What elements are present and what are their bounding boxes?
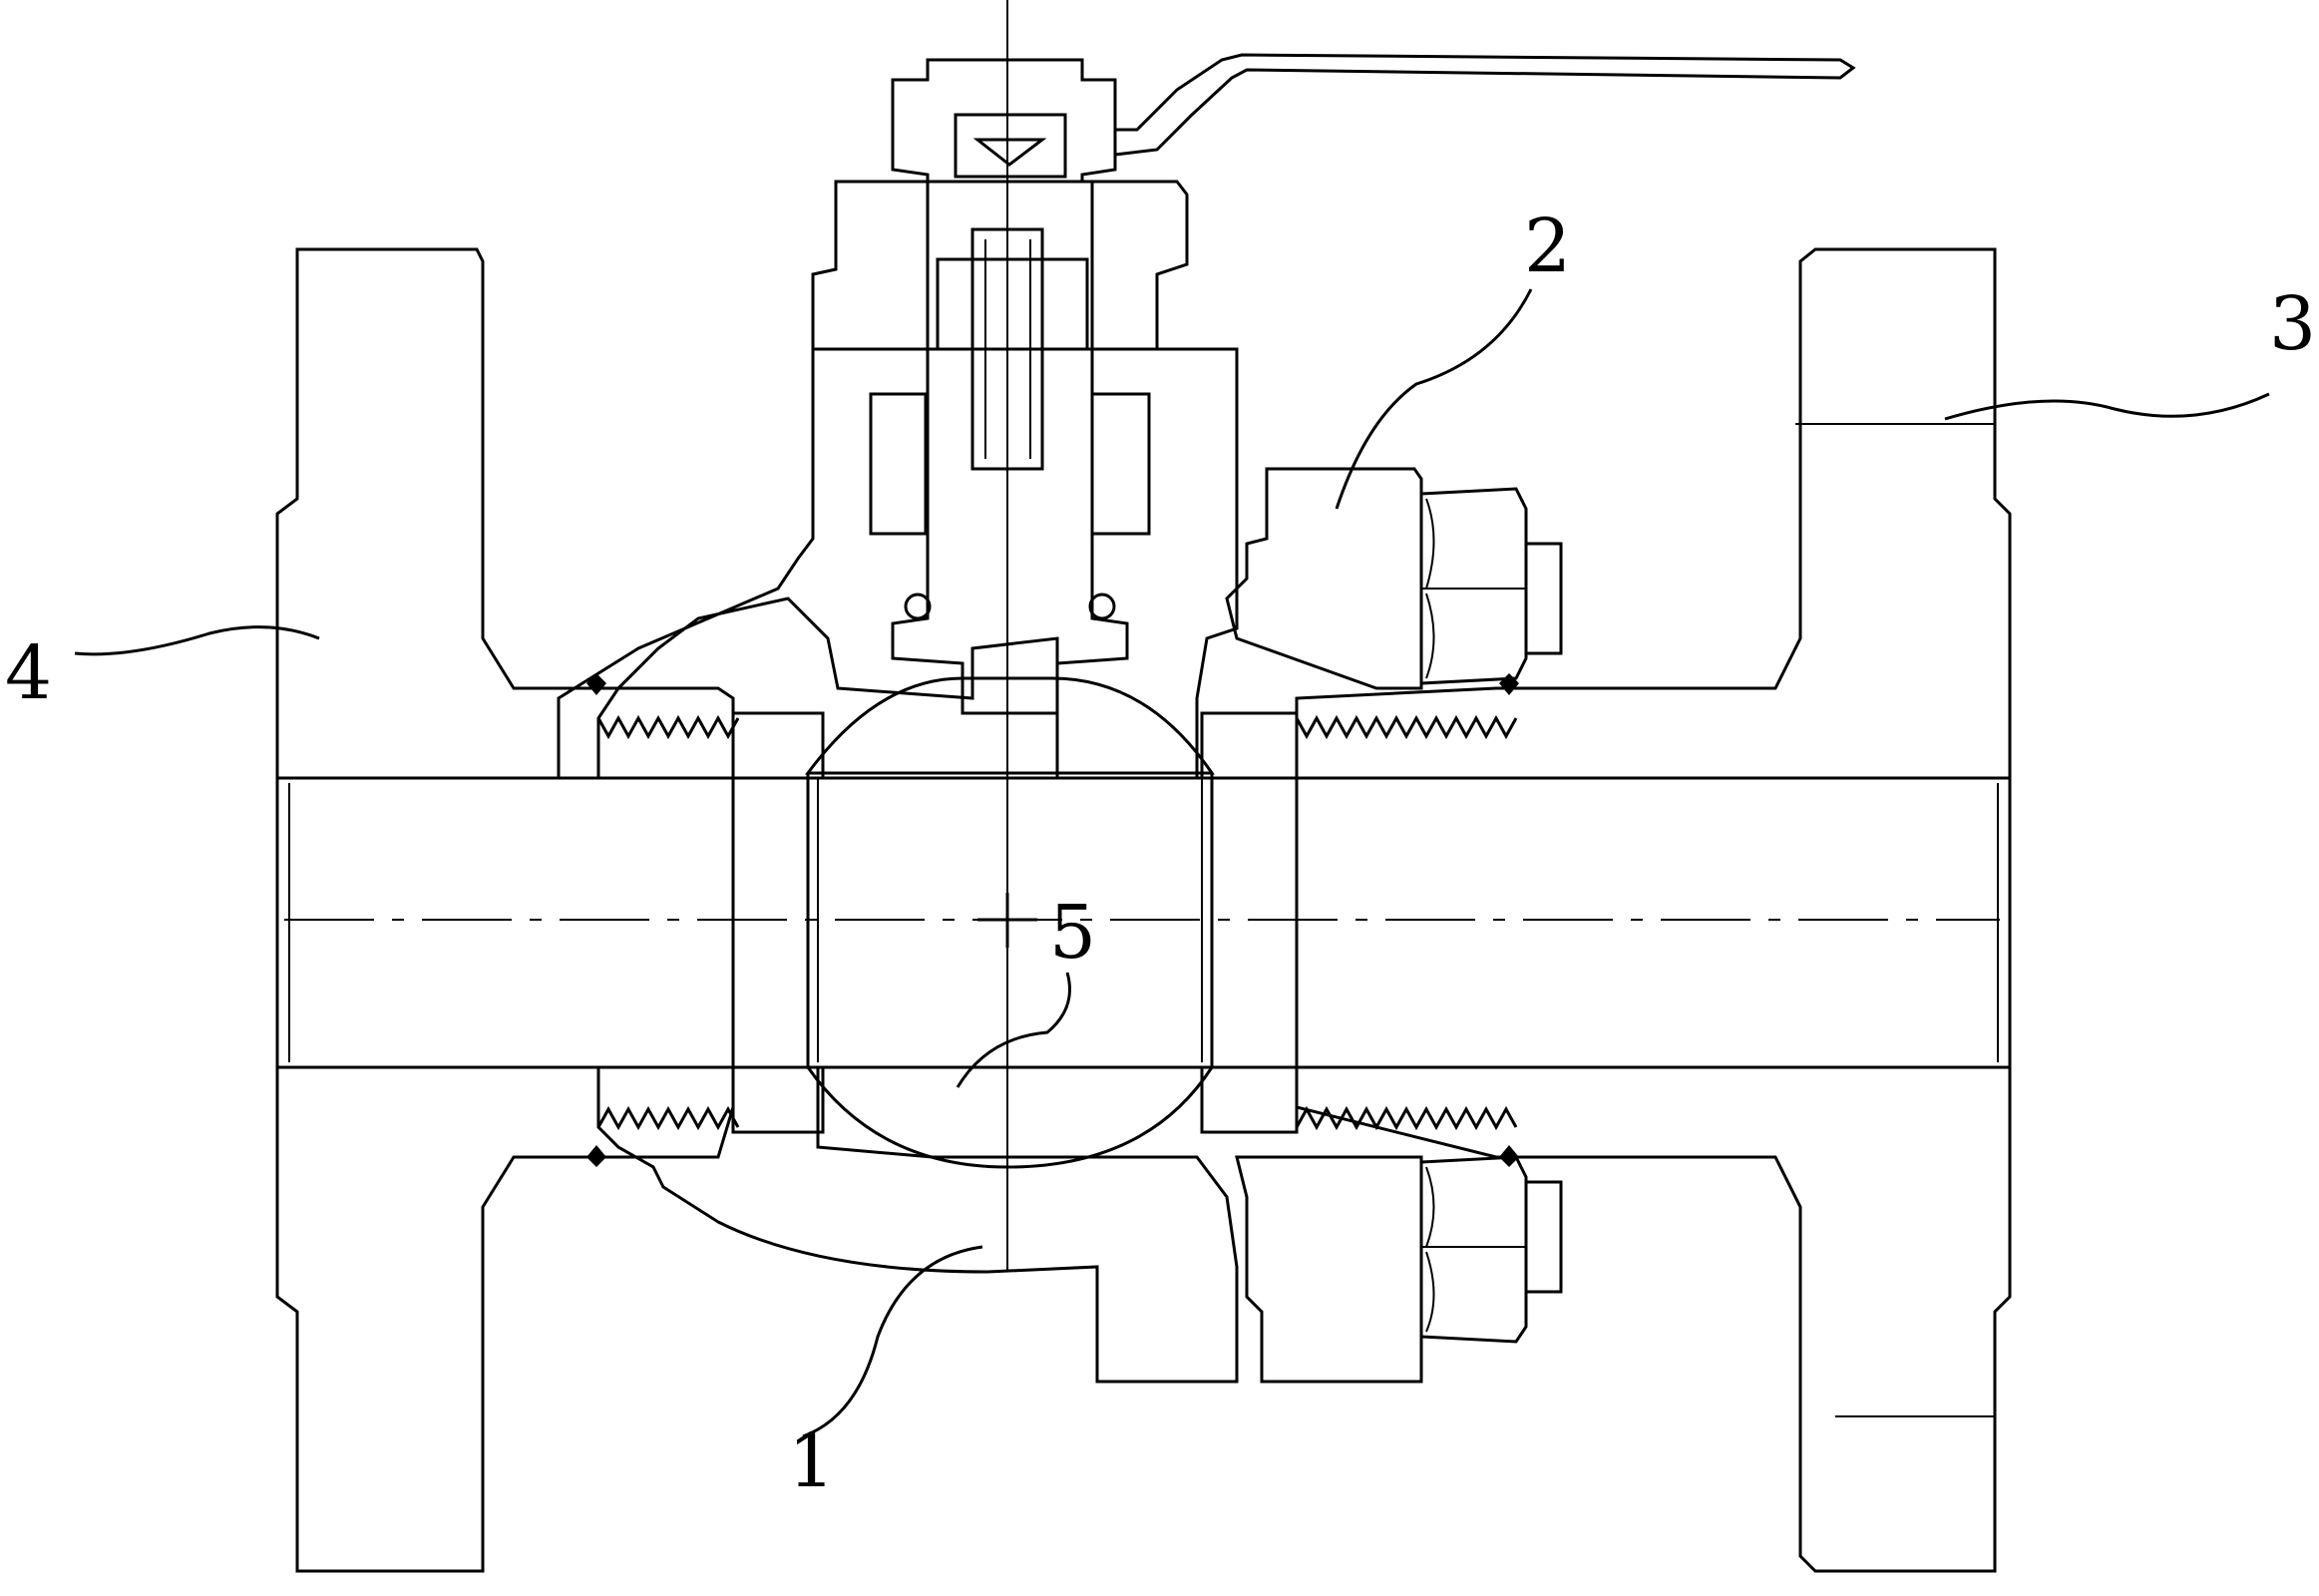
callout-2: 2 [1524, 203, 1571, 289]
left-flange-upper [277, 249, 733, 778]
nut-flange-ring [1227, 469, 1421, 1382]
right-flange-lower [1297, 1067, 2010, 1571]
left-flange-end [277, 249, 733, 1571]
bore [277, 713, 2010, 1132]
callout-1: 1 [788, 1418, 835, 1504]
valve-body [559, 349, 1237, 1382]
hex-nut-upper [1421, 489, 1561, 683]
nut-ring-lower [1237, 1157, 1421, 1382]
left-seat-lower [733, 1067, 823, 1132]
handle-nut [893, 60, 1115, 182]
stem-shaft [893, 182, 1127, 713]
leader-lines [75, 289, 2269, 1436]
bonnet [813, 182, 1187, 534]
right-flange-upper [1297, 249, 2010, 778]
right-seat-lower [1202, 1067, 1297, 1132]
leader-2 [1337, 289, 1531, 509]
right-flange-end [1297, 249, 2010, 1571]
hex-nut-lower [1421, 1157, 1561, 1342]
leader-5 [958, 973, 1070, 1087]
callout-4: 4 [5, 630, 52, 716]
callout-5: 5 [1049, 890, 1096, 976]
nut-ring-upper [1227, 469, 1421, 688]
packing-left [871, 394, 926, 534]
top-nut [893, 60, 1115, 182]
gland-nut [813, 182, 1187, 349]
leader-1 [803, 1247, 982, 1436]
screw-head [956, 115, 1065, 177]
left-seat-upper [733, 713, 823, 778]
valve-body-upper [559, 349, 1237, 778]
leader-4 [75, 627, 319, 654]
packing-right [1092, 394, 1149, 534]
valve-body-lower [598, 1067, 1237, 1382]
handle-bar [1115, 55, 1853, 155]
ball [808, 678, 1212, 1167]
right-seat-upper [1202, 713, 1297, 778]
callout-3: 3 [2269, 281, 2316, 367]
center-lines [284, 0, 2000, 1272]
stem [893, 182, 1127, 713]
ball-upper-cap [808, 678, 1212, 773]
left-flange-lower [277, 1067, 733, 1571]
handle-lever [1115, 55, 1853, 155]
